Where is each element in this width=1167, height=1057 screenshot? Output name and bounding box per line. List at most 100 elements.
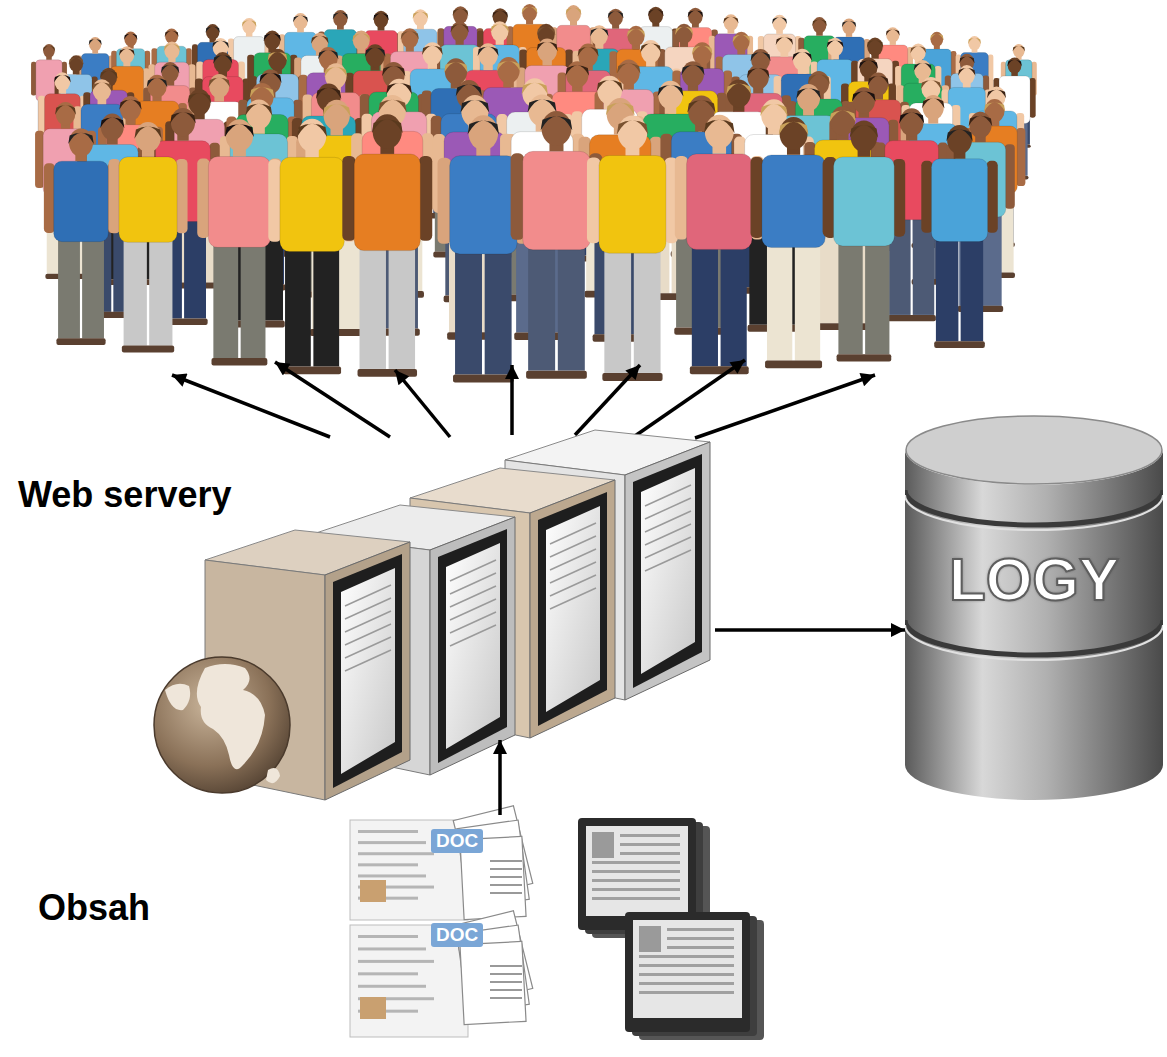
person-hair bbox=[959, 56, 974, 63]
person-head bbox=[705, 115, 734, 149]
person-head bbox=[119, 46, 134, 63]
tower-panel bbox=[446, 543, 500, 749]
person-hair bbox=[242, 20, 257, 26]
person-head bbox=[333, 10, 347, 27]
person-arm bbox=[108, 159, 120, 233]
person-head bbox=[124, 31, 137, 46]
reader-text-line bbox=[639, 973, 734, 976]
person-head bbox=[445, 58, 467, 84]
person-hair bbox=[537, 42, 558, 51]
person-hair bbox=[751, 52, 771, 61]
reader-text-line bbox=[639, 991, 734, 994]
doc-text-line bbox=[358, 841, 426, 844]
person-hair bbox=[732, 35, 750, 43]
person-hair bbox=[921, 80, 941, 89]
person-hair bbox=[910, 46, 926, 53]
person-hair bbox=[688, 10, 703, 17]
person-leg bbox=[241, 241, 266, 358]
person-head bbox=[827, 38, 843, 57]
person-shoe bbox=[453, 375, 514, 383]
person-head bbox=[69, 55, 83, 71]
doc-file-icon bbox=[350, 806, 533, 920]
reader-back bbox=[632, 916, 757, 1036]
person-hair bbox=[147, 78, 168, 87]
person-hair bbox=[566, 8, 582, 15]
person-hair bbox=[808, 75, 830, 85]
person-torso bbox=[599, 156, 666, 254]
person-head bbox=[43, 44, 55, 58]
cylinder-body bbox=[905, 450, 1163, 800]
drive-slot bbox=[645, 537, 691, 558]
person-hair bbox=[1007, 60, 1022, 66]
person-hair bbox=[528, 99, 557, 112]
person-head bbox=[268, 49, 287, 71]
person-leg bbox=[149, 236, 172, 345]
person-head bbox=[226, 119, 253, 151]
delivery-arrow bbox=[395, 370, 450, 437]
person-hair bbox=[55, 105, 76, 114]
person-shoe bbox=[56, 338, 105, 345]
reader-text-line bbox=[592, 870, 680, 873]
server-group: Web servery bbox=[15, 440, 715, 740]
reader-text-line bbox=[620, 852, 680, 855]
person-torso bbox=[208, 157, 270, 248]
delivery-arrow bbox=[695, 375, 875, 438]
globe-continent bbox=[197, 664, 265, 769]
person-head bbox=[867, 38, 883, 56]
person-shoe bbox=[765, 361, 822, 369]
person-head bbox=[627, 26, 644, 46]
person-leg bbox=[558, 244, 585, 371]
delivery-arrow bbox=[275, 362, 390, 437]
reader-text-line bbox=[620, 843, 680, 846]
person-head bbox=[608, 9, 623, 26]
person-head bbox=[242, 18, 256, 34]
person-hair bbox=[372, 120, 403, 134]
person-head bbox=[171, 108, 195, 136]
reader-text-line bbox=[667, 928, 734, 931]
person-head bbox=[930, 32, 943, 47]
person-head bbox=[566, 61, 588, 87]
tower-bezel bbox=[633, 454, 702, 688]
person-leg bbox=[82, 236, 104, 339]
person-shoe bbox=[358, 369, 418, 377]
doc-text-line bbox=[358, 985, 426, 988]
reader-text-line bbox=[592, 897, 680, 900]
person-torso bbox=[54, 161, 109, 241]
person-head bbox=[537, 38, 557, 61]
person-hair bbox=[318, 50, 338, 59]
person-head bbox=[727, 79, 751, 107]
reader-text-line bbox=[620, 834, 680, 837]
log-database: LOGY bbox=[905, 415, 1163, 800]
person-hair bbox=[422, 46, 443, 55]
doc-text-line bbox=[358, 852, 434, 855]
person-head bbox=[468, 115, 498, 150]
person-leg bbox=[124, 236, 147, 345]
person-leg bbox=[961, 236, 983, 342]
person-hair bbox=[859, 60, 878, 68]
drive-slot bbox=[645, 498, 691, 519]
person-hair bbox=[365, 48, 386, 57]
person-hair bbox=[760, 104, 787, 116]
person-hair bbox=[850, 125, 878, 138]
person-arm bbox=[438, 158, 451, 244]
person-figure bbox=[342, 114, 432, 376]
database-label: LOGY bbox=[949, 547, 1119, 613]
person-head bbox=[776, 34, 792, 53]
person-hair bbox=[386, 83, 412, 94]
tower-bezel bbox=[438, 529, 507, 763]
person-leg bbox=[604, 247, 631, 373]
doc-text-line bbox=[358, 863, 418, 866]
reader-body bbox=[625, 912, 750, 1032]
cylinder-groove-light bbox=[905, 625, 1163, 660]
person-head bbox=[1013, 44, 1025, 58]
person-head bbox=[135, 122, 161, 152]
person-hair bbox=[100, 71, 118, 79]
person-head bbox=[353, 31, 370, 51]
person-figure bbox=[823, 120, 906, 361]
drive-slot bbox=[345, 598, 391, 619]
drive-slot bbox=[550, 523, 596, 544]
person-hair bbox=[867, 40, 883, 47]
person-head bbox=[947, 125, 972, 154]
drive-slot bbox=[550, 575, 596, 596]
flow-arrow bbox=[715, 628, 905, 632]
